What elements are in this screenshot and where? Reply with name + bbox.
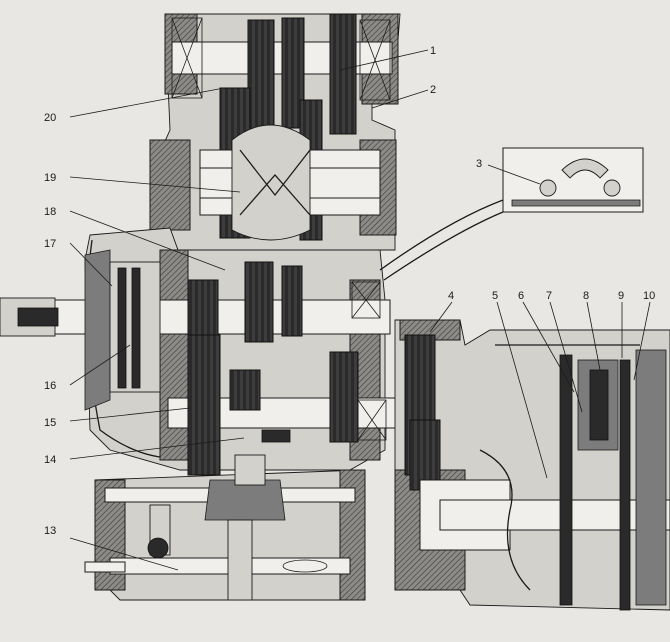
callout-8: 8 bbox=[583, 290, 589, 302]
shift-mechanism bbox=[84, 454, 366, 601]
callout-2: 2 bbox=[430, 84, 436, 96]
callout-20: 20 bbox=[44, 112, 56, 124]
callout-1: 1 bbox=[430, 45, 436, 57]
callout-9: 9 bbox=[618, 290, 624, 302]
callout-6: 6 bbox=[518, 290, 524, 302]
callout-14: 14 bbox=[44, 454, 56, 466]
callout-3: 3 bbox=[476, 158, 482, 170]
callout-15: 15 bbox=[44, 417, 56, 429]
callout-labels: 1 2 3 4 5 6 7 8 9 10 13 14 15 16 17 18 1… bbox=[44, 45, 655, 537]
callout-17: 17 bbox=[44, 238, 56, 250]
callout-10: 10 bbox=[643, 290, 655, 302]
callout-16: 16 bbox=[44, 380, 56, 392]
right-housing bbox=[394, 319, 670, 611]
upper-housing bbox=[149, 13, 401, 251]
main-housing bbox=[0, 227, 399, 476]
detail-inset bbox=[379, 147, 644, 281]
callout-13: 13 bbox=[44, 525, 56, 537]
callout-4: 4 bbox=[448, 290, 454, 302]
callout-19: 19 bbox=[44, 172, 56, 184]
callout-7: 7 bbox=[546, 290, 552, 302]
callout-5: 5 bbox=[492, 290, 498, 302]
leader-lines bbox=[69, 49, 651, 571]
callout-18: 18 bbox=[44, 206, 56, 218]
